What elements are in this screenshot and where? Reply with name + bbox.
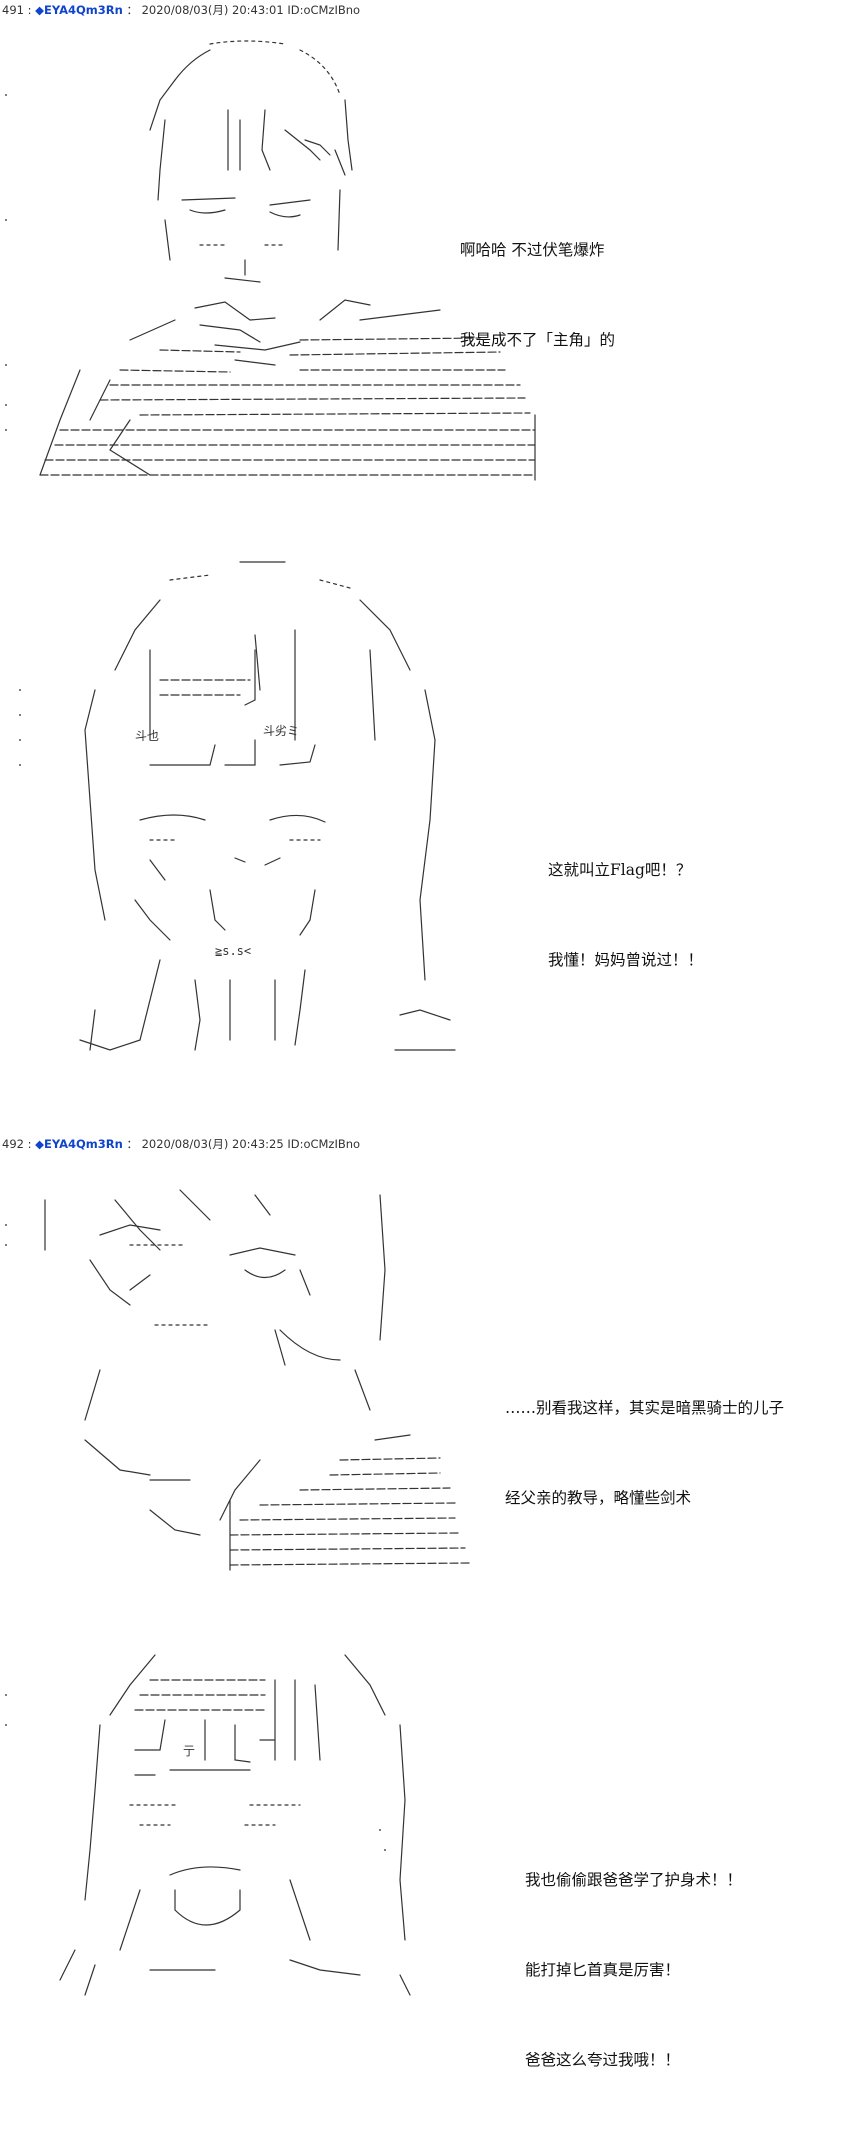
art-fragment: 斗劣ミ	[263, 724, 299, 738]
poster-id: ID:oCMzIBno	[287, 3, 361, 17]
ascii-art-girl-long-hair: 斗也 斗劣ミ ≧s.s<	[19, 561, 456, 1051]
panel-2: 斗也 斗劣ミ ≧s.s< 这就叫立Flag吧！？ 我懂！妈妈曾说过！！	[0, 540, 855, 1060]
panel-3: ……别看我这样，其实是暗黑骑士的儿子 经父亲的教导，略懂些剑术	[0, 1170, 855, 1580]
speech-text-panel-2: 这就叫立Flag吧！？ 我懂！妈妈曾说过！！	[548, 795, 703, 1035]
speech-line: 我也偷偷跟爸爸学了护身术！！	[525, 1871, 743, 1889]
speech-line: 经父亲的教导，略懂些剑术	[505, 1489, 692, 1507]
speech-line: 啊哈哈 不过伏笔爆炸	[460, 241, 605, 259]
post-number: 491 :	[2, 3, 32, 17]
speech-line: 我懂！妈妈曾说过！！	[548, 951, 704, 969]
art-fragment: ≧s.s<	[215, 944, 251, 958]
poster-id: ID:oCMzIBno	[287, 1137, 361, 1151]
header-separator: ：	[126, 1137, 138, 1151]
ascii-art-boy-head-tilt	[5, 1189, 471, 1571]
speech-line: 能打掉匕首真是厉害！	[525, 1961, 681, 1979]
speech-line: 爸爸这么夸过我哦！！	[525, 2051, 681, 2069]
post-header-492: 492 : ◆EYA4Qm3Rn ： 2020/08/03(月) 20:43:2…	[2, 1136, 360, 1152]
header-separator: ：	[126, 3, 138, 17]
post-header-491: 491 : ◆EYA4Qm3Rn ： 2020/08/03(月) 20:43:0…	[2, 2, 360, 18]
speech-line: ……别看我这样，其实是暗黑骑士的儿子	[505, 1399, 785, 1417]
speech-line: 这就叫立Flag吧！？	[548, 861, 692, 879]
trip-diamond-icon: ◆	[35, 1137, 44, 1151]
ascii-art-boy-hand-on-chin	[5, 40, 536, 481]
speech-text-panel-3: ……别看我这样，其实是暗黑骑士的儿子 经父亲的教导，略懂些剑术	[505, 1333, 784, 1573]
post-date: 2020/08/03(月) 20:43:01	[141, 3, 284, 17]
panel-4: 亍 我也偷偷跟爸爸学了护身术！！ 能打掉匕首真是厉害！ 爸爸这么夸过我哦！！	[0, 1640, 855, 2069]
speech-line: 我是成不了「主角」的	[460, 331, 616, 349]
trip-diamond-icon: ◆	[35, 3, 44, 17]
art-fragment: 斗也	[135, 729, 159, 743]
poster-name-link[interactable]: EYA4Qm3Rn	[44, 3, 123, 17]
poster-name-link[interactable]: EYA4Qm3Rn	[44, 1137, 123, 1151]
post-number: 492 :	[2, 1137, 32, 1151]
post-date: 2020/08/03(月) 20:43:25	[141, 1137, 284, 1151]
speech-text-panel-1: 啊哈哈 不过伏笔爆炸 我是成不了「主角」的	[460, 175, 615, 415]
ascii-art-girl-excited: 亍	[5, 1654, 411, 1996]
art-fragment: 亍	[183, 1744, 195, 1758]
speech-text-panel-4: 我也偷偷跟爸爸学了护身术！！ 能打掉匕首真是厉害！ 爸爸这么夸过我哦！！	[525, 1805, 742, 2135]
panel-1: 啊哈哈 不过伏笔爆炸 我是成不了「主角」的	[0, 20, 855, 490]
